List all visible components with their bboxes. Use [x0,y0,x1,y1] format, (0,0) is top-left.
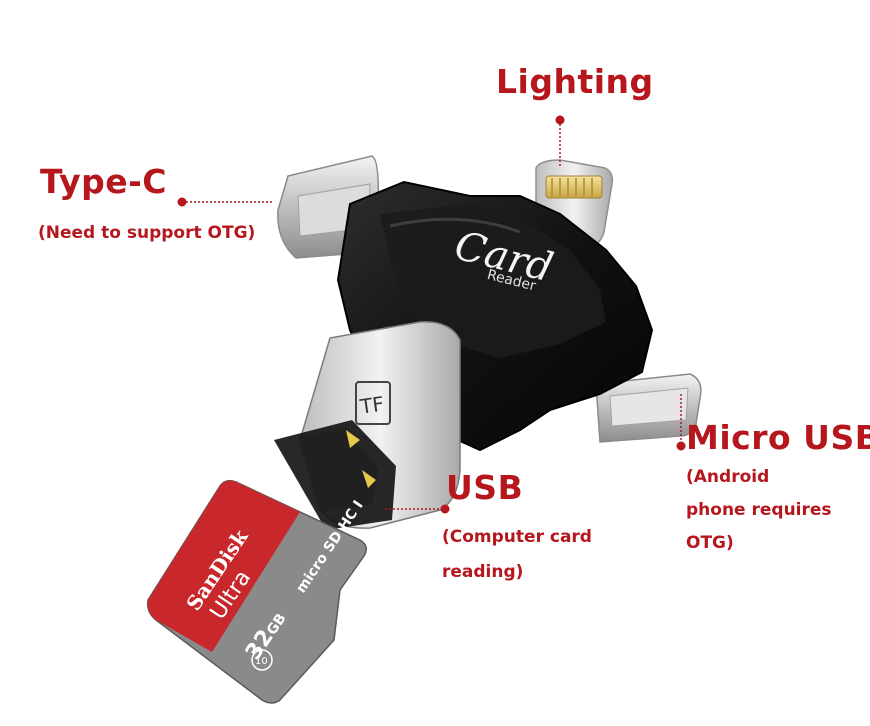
card-class-badge [251,649,273,671]
type-c-label: Type-C [40,162,168,201]
usb-note: (Computer card reading) [442,524,592,586]
micro-usb-note-line: (Android [686,467,770,487]
tf-slot-mark: TF [358,392,386,419]
usb-a-connector: TF [274,321,461,530]
micro-usb-note-line: phone requires [686,500,832,521]
micro-sd-card: SanDisk Ultra 32GB micro SD HC I 10 [146,479,367,704]
usb-label: USB [446,468,524,507]
usb-note-line: reading) [442,562,524,583]
micro-usb-label: Micro USB [686,418,870,457]
micro-usb-note: (Android phone requires OTG) [686,464,832,558]
lighting-label: Lighting [496,62,654,101]
callout-leaders [177,115,686,514]
type-c-note: (Need to support OTG) [38,223,256,243]
card-class: 10 [255,656,268,667]
usb-note-line: (Computer card [442,527,592,547]
micro-usb-connector [595,373,702,443]
micro-usb-note-line: OTG) [686,533,734,554]
